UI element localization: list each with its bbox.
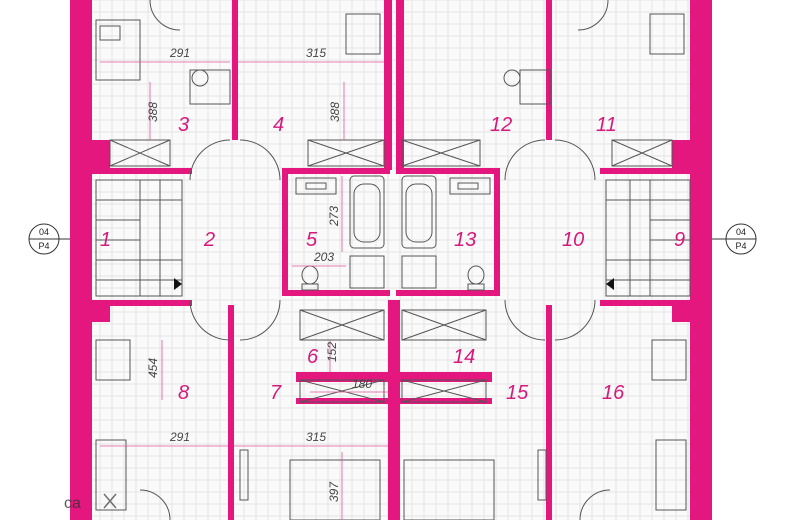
staircase-left <box>95 179 183 297</box>
walls <box>70 0 712 520</box>
svg-text:P4: P4 <box>735 241 746 251</box>
dimension-label: 397 <box>327 481 341 502</box>
room-number-8: 8 <box>178 382 189 404</box>
bathtub-right <box>401 175 437 249</box>
room-number-5: 5 <box>306 229 318 251</box>
svg-text:04: 04 <box>39 227 49 237</box>
room-number-2: 2 <box>203 229 215 251</box>
dimension-label: 180 <box>352 377 372 391</box>
room-number-9: 9 <box>674 229 685 251</box>
room-number-1: 1 <box>100 229 111 251</box>
watermark: ca <box>64 495 81 512</box>
room-number-3: 3 <box>178 114 189 136</box>
dimension-label: 273 <box>327 206 341 227</box>
dimension-label: 388 <box>146 102 160 122</box>
room-number-13: 13 <box>454 229 476 251</box>
stair-arrow-right <box>606 278 614 290</box>
room-number-6: 6 <box>307 346 319 368</box>
toilets <box>301 265 485 291</box>
bathtub-left <box>349 175 385 249</box>
staircase-right <box>605 179 691 297</box>
furniture <box>95 13 687 520</box>
stair-arrow-left <box>174 278 182 290</box>
watermark-logo-mark <box>103 493 117 509</box>
washbasins <box>295 177 491 195</box>
room-number-11: 11 <box>596 114 617 136</box>
dimension-label: 315 <box>306 430 326 444</box>
room-number-4: 4 <box>273 114 284 136</box>
dimension-label: 291 <box>169 430 190 444</box>
svg-text:P4: P4 <box>38 241 49 251</box>
room-number-14: 14 <box>453 346 475 368</box>
room-number-12: 12 <box>490 114 512 136</box>
shower-boxes <box>349 255 437 289</box>
dimension-label: 291 <box>169 46 190 60</box>
section-marker-left: 04 P4 <box>28 223 70 255</box>
dimension-label: 152 <box>325 342 339 362</box>
room-number-7: 7 <box>270 382 282 404</box>
room-number-15: 15 <box>506 382 529 404</box>
door-swings <box>139 0 611 520</box>
wardrobes <box>95 139 687 511</box>
dimension-label: 315 <box>306 46 326 60</box>
dimension-label: 388 <box>328 102 342 122</box>
room-number-10: 10 <box>562 229 584 251</box>
svg-text:04: 04 <box>736 227 746 237</box>
section-marker-right: 04 P4 <box>712 223 757 255</box>
dimension-label: 454 <box>146 358 160 378</box>
dimension-label: 203 <box>313 250 334 264</box>
room-number-16: 16 <box>602 382 625 404</box>
dimension-lines <box>100 61 388 520</box>
